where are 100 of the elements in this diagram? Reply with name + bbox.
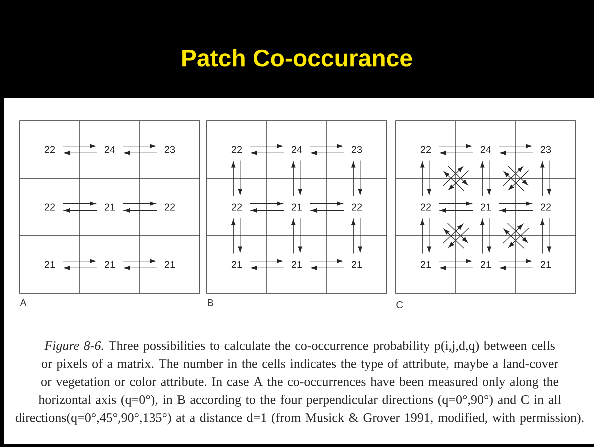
- arrow: [292, 219, 296, 254]
- arrow: [352, 219, 356, 254]
- arrow: [498, 259, 532, 264]
- arrow: [504, 172, 524, 192]
- arrow: [500, 151, 534, 156]
- arrow: [480, 162, 485, 197]
- arrow: [448, 223, 468, 243]
- arrow: [122, 202, 156, 206]
- arrow: [427, 218, 432, 253]
- cell-number: 23: [164, 146, 176, 154]
- cell-number: 21: [292, 204, 302, 211]
- arrow: [124, 266, 158, 270]
- cell-number: 22: [420, 146, 432, 154]
- arrow: [438, 144, 472, 148]
- cell-number: 24: [292, 146, 302, 154]
- arrow: [64, 208, 98, 213]
- arrow: [124, 151, 158, 156]
- panel-label: A: [20, 300, 27, 306]
- slide-title: Patch Co-occurance: [182, 49, 412, 67]
- cell-number: 21: [420, 261, 432, 268]
- arrow: [448, 170, 470, 190]
- arrow: [420, 219, 425, 254]
- arrow: [500, 266, 534, 270]
- arrow: [487, 218, 492, 253]
- cell-number: 22: [232, 146, 242, 154]
- arrow: [448, 166, 468, 186]
- arrow: [500, 208, 534, 213]
- cell-number: 22: [44, 204, 56, 211]
- arrow: [444, 229, 464, 249]
- arrow: [508, 223, 528, 243]
- arrow: [540, 162, 545, 197]
- arrow: [64, 266, 98, 270]
- cell-number: 21: [232, 261, 242, 268]
- cell-number: 22: [232, 204, 242, 211]
- arrow: [508, 228, 530, 248]
- arrow: [444, 172, 464, 192]
- arrow: [438, 202, 472, 206]
- arrow: [540, 219, 545, 254]
- cell-number: 23: [540, 146, 552, 154]
- panel-label: C: [396, 301, 404, 309]
- arrow: [420, 162, 425, 197]
- arrow: [311, 208, 344, 213]
- cell-number: 21: [164, 261, 176, 268]
- arrow: [251, 266, 284, 270]
- cell-number: 22: [164, 204, 176, 211]
- arrow: [547, 160, 552, 196]
- arrow: [310, 144, 343, 148]
- arrow: [62, 202, 96, 206]
- cell-number: 23: [352, 146, 362, 154]
- arrow: [122, 259, 156, 264]
- arrow: [440, 208, 474, 213]
- arrow: [238, 218, 243, 253]
- cell-number: 21: [540, 261, 552, 268]
- cell-number: 22: [420, 204, 432, 211]
- cell-number: 21: [104, 261, 116, 268]
- cell-number: 21: [480, 261, 492, 268]
- cell-number: 21: [352, 261, 362, 268]
- arrow: [508, 170, 530, 190]
- arrow: [231, 162, 236, 197]
- arrow: [352, 162, 356, 197]
- arrow: [498, 202, 532, 206]
- arrow: [250, 259, 283, 264]
- cell-number: 22: [44, 146, 56, 154]
- arrow: [427, 160, 432, 196]
- arrow: [298, 160, 303, 196]
- arrow: [442, 166, 464, 186]
- panel-label: B: [208, 300, 214, 306]
- arrow: [498, 144, 532, 148]
- arrow: [504, 229, 524, 249]
- arrow: [292, 162, 296, 197]
- arrow: [298, 218, 303, 253]
- arrow: [508, 166, 528, 186]
- cell-number: 21: [292, 261, 302, 268]
- arrow: [62, 259, 96, 264]
- cell-number: 21: [44, 261, 56, 268]
- arrow: [310, 202, 343, 206]
- cell-number: 22: [540, 204, 552, 211]
- arrow: [358, 218, 363, 253]
- arrow: [438, 259, 472, 264]
- arrow: [547, 218, 552, 253]
- arrow: [358, 160, 363, 196]
- cell-number: 24: [104, 146, 116, 154]
- cell-number: 24: [480, 146, 492, 154]
- arrow: [251, 208, 284, 213]
- arrow: [311, 151, 344, 156]
- arrow: [251, 151, 284, 156]
- arrow: [64, 151, 98, 156]
- arrow: [62, 144, 96, 148]
- cell-number: 22: [352, 204, 362, 211]
- arrow: [250, 202, 283, 206]
- arrow: [238, 160, 243, 196]
- arrow: [231, 219, 236, 254]
- cell-number: 21: [480, 204, 492, 211]
- arrow: [250, 144, 283, 148]
- arrow: [442, 224, 464, 244]
- arrow: [487, 160, 492, 196]
- figure-caption: Figure 8-6. Three possibilities to calculate the co-occurrence probability p(i,j,d,q) between cells or pixels of a matrix. The number in the cells indicates the type of attribute, maybe a land-cover or vegetation or color attribute. In case A the co-occurrences have been measured only along the horizontal axis (q=0°), in B according to the four perpendicular directions (q=0°,90°) and C in all directions(q=0°,45°,90°,135°) at a distance d=1 (from Musick & Grover 1991, modified, with permission).: [16, 341, 584, 425]
- arrow: [440, 266, 474, 270]
- arrow: [502, 224, 524, 244]
- arrow: [440, 151, 474, 156]
